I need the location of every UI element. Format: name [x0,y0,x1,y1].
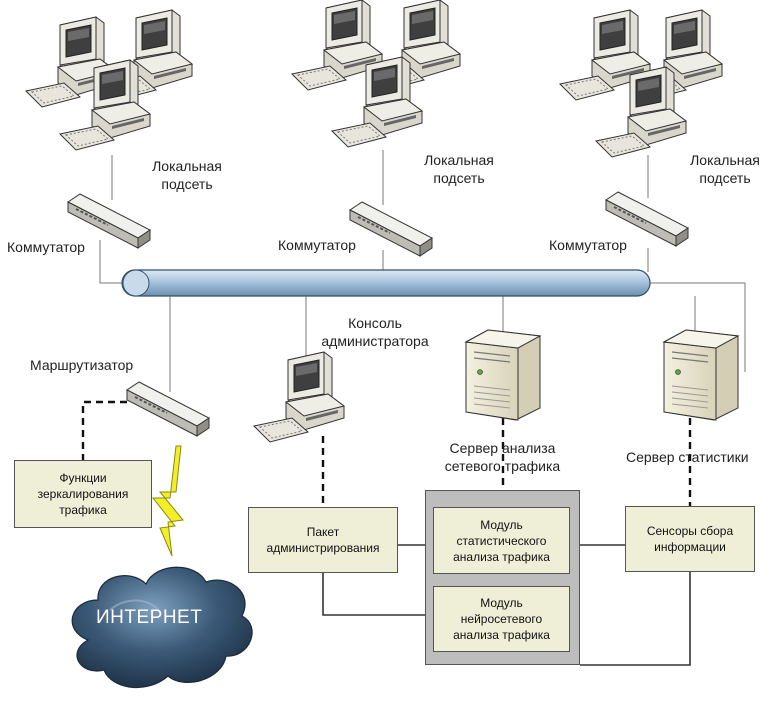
switch-2 [349,201,433,257]
cable-lines [99,150,746,392]
stat-module-box: Модуль статистического анализа трафика [433,507,570,574]
workstation-cluster-1 [25,9,193,151]
backbone-bus [121,269,651,297]
analysis-server [465,329,541,421]
switch-label-3: Коммутатор [549,237,627,253]
subnet-label-2: Локальная подсеть [424,152,494,186]
lightning-icon [151,445,184,557]
router [126,381,210,437]
module-connectors [322,544,691,666]
analysis-server-label: Сервер анализа сетевого трафика [444,440,561,474]
internet-label: ИНТЕРНЕТ [96,607,203,628]
subnet-label-3: Локальная подсеть [690,152,760,186]
console-label: Консоль администратора [321,315,429,349]
mirroring-functions-box: Функции зеркалирования трафика [14,460,152,528]
workstation-cluster-2 [291,0,461,148]
internet-cloud [71,566,253,689]
statistics-server [663,329,739,421]
workstation-cluster-3 [559,9,723,158]
sensors-box: Сенсоры сбора информации [625,506,755,572]
switch-label-2: Коммутатор [278,237,356,253]
subnet-label-1: Локальная подсеть [152,158,222,192]
admin-package-box: Пакет администрирования [248,507,398,573]
admin-console-computer [253,351,345,443]
switch-label-1: Коммутатор [7,239,85,255]
nn-module-box: Модуль нейросетевого анализа трафика [433,586,570,652]
router-label: Маршрутизатор [30,357,134,373]
dashed-connectors [81,400,692,507]
stats-server-label: Сервер статистики [626,449,749,465]
